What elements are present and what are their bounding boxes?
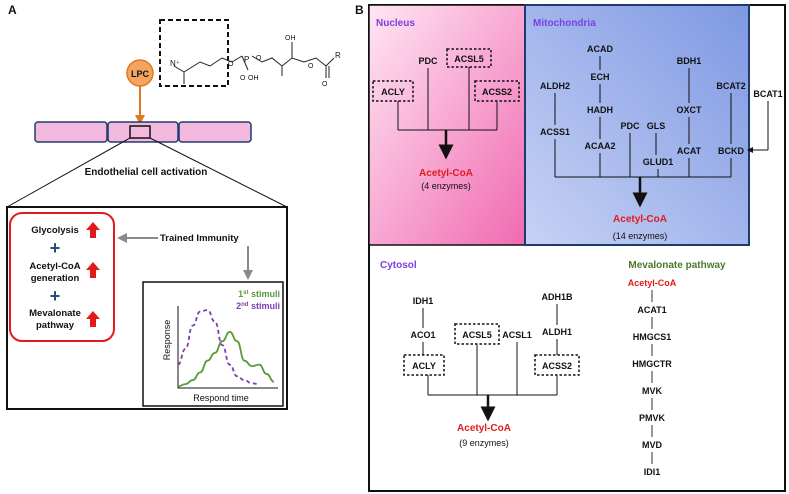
r-text: R [335, 51, 341, 60]
cytosol-acetyl-coa: Acetyl-CoA [457, 423, 511, 434]
plus-sign-1: + [50, 238, 61, 258]
legend-second-stimuli: 2nd stimuli [236, 301, 280, 311]
nucleus-connectors [397, 67, 498, 131]
p-text: P [244, 55, 249, 64]
cytosol-title: Cytosol [380, 260, 417, 271]
activation-detail-box [6, 206, 288, 410]
mevalonate-line2: pathway [36, 320, 75, 331]
nucleus-enzyme-count: (4 enzymes) [421, 181, 471, 191]
nucleus-acsl5-box [446, 48, 492, 68]
membrane-cell-center [107, 121, 179, 143]
mito-glud1: GLUD1 [643, 157, 674, 167]
mito-bcat1: BCAT1 [753, 89, 782, 99]
o1-text: O [228, 61, 234, 68]
glycolysis-label: Glycolysis [31, 225, 79, 236]
plot-ylabel: Response [162, 320, 172, 361]
second-stimuli-curve [177, 309, 260, 385]
lpc-label: LPC [131, 69, 150, 79]
mito-bdh1: BDH1 [677, 56, 702, 66]
cytosol-aco1: ACO1 [410, 330, 435, 340]
acetyl-generation-line1: Acetyl-CoA [29, 261, 80, 272]
mito-aldh2: ALDH2 [540, 81, 570, 91]
up-arrow-icon-glycolysis [86, 222, 100, 238]
mito-enzyme-count: (14 enzymes) [613, 231, 668, 241]
cytosol-acly: ACLY [412, 361, 436, 371]
panel-a-label: A [8, 3, 17, 17]
cytosol-acsl1: ACSL1 [502, 330, 532, 340]
o3-text: O [256, 55, 262, 62]
plot-axes [177, 306, 278, 389]
mevalonate-step: MVD [642, 440, 663, 450]
membrane-cell-right [178, 121, 252, 143]
cytosol-acss2: ACSS2 [542, 361, 572, 371]
zoom-line-right [149, 137, 288, 208]
stimuli-plot-box [142, 281, 284, 407]
acetyl-generation-line2: generation [31, 273, 80, 284]
mitochondria-title: Mitochondria [533, 18, 596, 29]
mito-acaa2: ACAA2 [584, 141, 615, 151]
cytosol-idh1: IDH1 [413, 296, 434, 306]
nucleus-pdc: PDC [418, 56, 438, 66]
up-arrow-icon-mevalonate [86, 311, 100, 327]
nucleus-acetyl-coa: Acetyl-CoA [419, 168, 473, 179]
nucleus-acss2: ACSS2 [482, 87, 512, 97]
cytosol-acly-box [403, 354, 445, 376]
activation-label: Endothelial cell activation [85, 167, 208, 178]
mevalonate-step: ACAT1 [637, 305, 666, 315]
mito-acetyl-coa: Acetyl-CoA [613, 214, 667, 225]
nucleus-title: Nucleus [376, 18, 415, 29]
cytosol-acsl5: ACSL5 [462, 330, 492, 340]
mevalonate-line1: Mevalonate [29, 308, 81, 319]
n-plus-text: N⁺ [170, 59, 180, 68]
mito-oxct: OXCT [676, 105, 702, 115]
cytosol-aldh1: ALDH1 [542, 327, 572, 337]
mito-pdc: PDC [620, 121, 640, 131]
mito-acad: ACAD [587, 44, 613, 54]
oh2-text: OH [285, 35, 296, 42]
mito-bckd: BCKD [718, 146, 744, 156]
first-stimuli-curve [177, 330, 275, 388]
mito-hadh: HADH [587, 105, 613, 115]
o5-text: O [322, 81, 328, 88]
o4-text: O [308, 63, 314, 70]
mitochondria-enzymes: ACAD ECH HADH ACAA2 ALDH2 ACSS1 PDC GLS … [540, 44, 783, 167]
nucleus-acly: ACLY [381, 87, 405, 97]
mevalonate-step: IDI1 [644, 467, 661, 477]
membrane-cell-left [34, 121, 108, 143]
cytosol-connectors [422, 304, 558, 396]
mevalonate-step: PMVK [639, 413, 666, 423]
cytosol-adh1b: ADH1B [541, 292, 573, 302]
mevalonate-step: HMGCTR [632, 359, 672, 369]
mito-ech: ECH [590, 72, 609, 82]
cytosol-enzyme-count: (9 enzymes) [459, 438, 509, 448]
oh1-text: OH [248, 75, 259, 82]
mevalonate-step: HMGCS1 [633, 332, 672, 342]
nucleus-acly-box [372, 80, 414, 102]
mevalonate-step: MVK [642, 386, 663, 396]
trained-immunity-label: Trained Immunity [160, 233, 239, 244]
nucleus-region [368, 4, 526, 246]
mito-acss1: ACSS1 [540, 127, 570, 137]
legend-first-stimuli: 1st stimuli [238, 289, 280, 299]
up-arrow-icon-acetyl [86, 262, 100, 278]
stimuli-plot [177, 306, 278, 389]
mito-gls: GLS [647, 121, 666, 131]
o2-text: O [240, 75, 246, 82]
mevalonate-title: Mevalonate pathway [628, 260, 726, 271]
plot-xlabel: Respond time [193, 393, 249, 403]
lpc-molecule [173, 42, 335, 84]
headgroup-box [159, 19, 229, 87]
nucleus-acsl5: ACSL5 [454, 54, 484, 64]
mito-bcat2: BCAT2 [716, 81, 745, 91]
zoom-square [129, 125, 151, 139]
plus-sign-2: + [50, 286, 61, 306]
mevalonate-step: Acetyl-CoA [628, 278, 677, 288]
mito-acat: ACAT [677, 146, 702, 156]
up-arrow-icons [86, 222, 100, 327]
panel-b-label: B [355, 3, 364, 17]
effects-box [9, 212, 115, 342]
zoom-line-left [6, 137, 131, 208]
